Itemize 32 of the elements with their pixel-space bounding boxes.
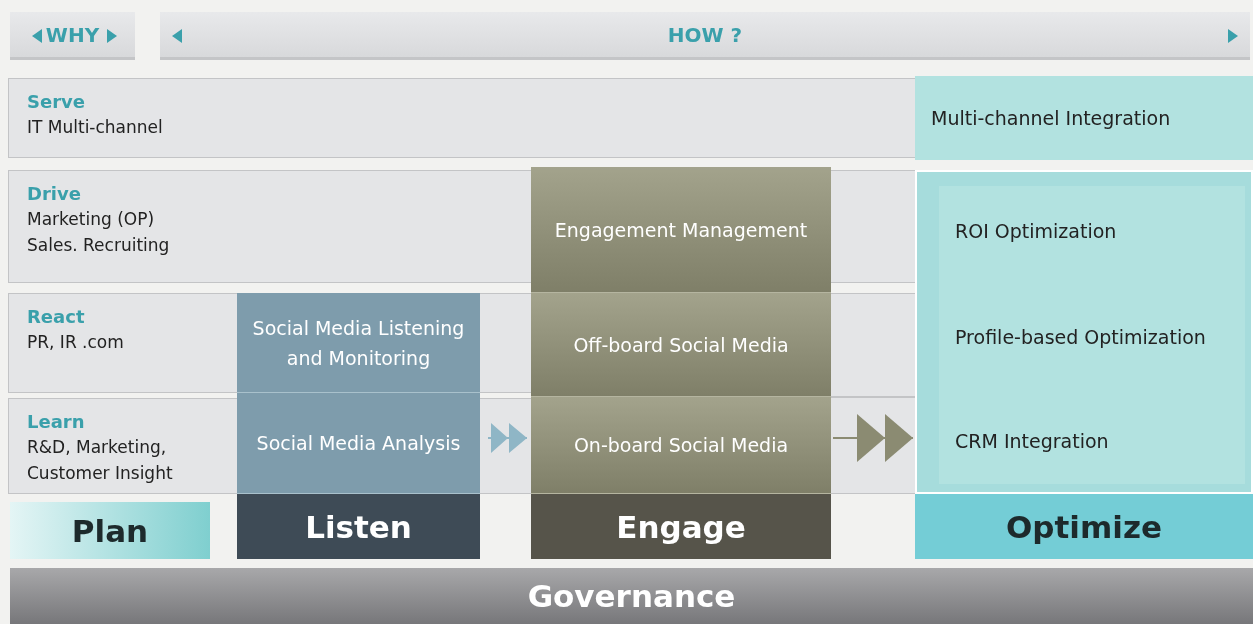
row-text: Marketing (OP) Sales. Recruiting (27, 208, 171, 257)
row-text: R&D, Marketing, Customer Insight (27, 436, 174, 485)
phase-label: Listen (237, 494, 480, 559)
governance-bar: Governance (10, 568, 1253, 624)
process-box: Multi-channel Integration (915, 76, 1253, 160)
row-band (8, 398, 237, 494)
header-band (10, 12, 135, 60)
process-box: CRM Integration (939, 398, 1245, 484)
process-box: Off-board Social Media (531, 293, 831, 397)
band-title: WHY (45, 22, 100, 47)
row-heading: React (27, 306, 86, 327)
row-band (8, 78, 915, 158)
row-text: PR, IR .com (27, 331, 125, 354)
row-heading: Serve (27, 91, 86, 112)
row-band (8, 293, 237, 393)
row-band (8, 170, 531, 283)
process-box: Profile-based Optimization (939, 276, 1245, 398)
band-title: HOW ? (667, 22, 743, 47)
row-text: IT Multi-channel (27, 116, 164, 139)
process-box: On-board Social Media (531, 397, 831, 494)
chevron-arrow (832, 414, 914, 462)
process-box: Engagement Management (531, 167, 831, 293)
row-heading: Learn (27, 411, 86, 432)
phase-label: Engage (531, 494, 831, 559)
phase-label: Plan (10, 502, 210, 559)
process-box: Social Media Analysis (237, 393, 480, 494)
process-box: ROI Optimization (939, 186, 1245, 276)
process-box: Social Media Listening and Monitoring (237, 293, 480, 393)
row-heading: Drive (27, 183, 82, 204)
phase-label: Optimize (915, 494, 1253, 559)
header-band (160, 12, 1250, 60)
frame-box (915, 170, 1253, 494)
